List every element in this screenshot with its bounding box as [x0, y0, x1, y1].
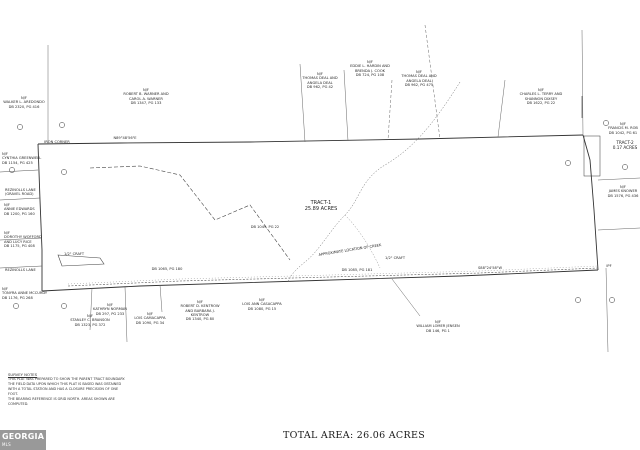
owner-label: N/F ANNIE EDWARDS DB 1200, PG 160	[4, 203, 35, 216]
owner-label: N/F TONYRA ANNE MCCURDY DB 1176, PG 268	[2, 287, 48, 300]
owner-label: N/F THOMAS DEAL AND ANGELA DEAL DB 962, …	[302, 72, 338, 89]
north-line-bearing: N89°48'56"E	[113, 136, 137, 140]
parcel-line	[0, 169, 39, 173]
note-line: WITH A TOTAL STATION AND HAS A CLOSURE P…	[8, 387, 119, 396]
owner-label: N/F ROBERT B. WARNER AND CAROL A. WARNER…	[123, 88, 169, 105]
owner-label: N/F FRANCIS M. ROB DB 1042, PG 61	[608, 122, 638, 135]
iron-pin-label: 1/2" CRAFT	[385, 256, 406, 260]
owner-label: N/F THOMAS DEAL AND ANGELA DEAL DB 962, …	[401, 70, 437, 87]
owner-label: N/F DOROTHY WOFFORD AND LUCY RICE DB 117…	[4, 231, 42, 248]
easement-label: DB 1049, PG 22	[250, 225, 280, 229]
iron-corner-label: IRON CORNER	[44, 140, 70, 144]
owner-label: N/F LOIS CAMACAPPA DB 1090, PG 34	[134, 312, 166, 325]
corner-marker	[575, 297, 581, 303]
parcel-line	[0, 237, 43, 241]
total-area-label: TOTAL AREA: 26.06 ACRES	[283, 430, 426, 441]
south-line-bearing: S88°24'58"W	[478, 266, 502, 270]
tract1-area: 25.89 ACRES	[304, 206, 338, 212]
parcel-line	[124, 286, 128, 343]
parcel-line	[343, 69, 349, 142]
logo-text: GEORGIA	[2, 432, 45, 441]
fence-line	[89, 165, 291, 261]
road-label: REZINOLLS LANE	[5, 268, 36, 272]
iron-pin-label: 1/2" CRAFT	[64, 252, 85, 256]
parcel-line	[597, 177, 640, 181]
tract1-label: TRACT-1 25.89 ACRES	[296, 200, 346, 212]
north-boundary-line	[37, 134, 584, 145]
corner-marker	[61, 303, 67, 309]
parcel-line	[89, 287, 93, 331]
tract2-label: TRACT-2 0.17 ACRES	[610, 140, 640, 150]
note-line: THE FIELD DATA UPON WHICH THIS PLAT IS B…	[8, 382, 122, 386]
parcel-line	[299, 63, 306, 143]
tract1-name: TRACT-1	[310, 200, 332, 206]
parcel-line	[387, 79, 393, 141]
corner-marker	[59, 122, 65, 128]
logo-subtext: MLS	[2, 442, 11, 447]
corner-marker	[609, 297, 615, 303]
parcel-line	[159, 284, 163, 313]
survey-notes: SURVEY NOTES THIS PLAT WAS PREPARED TO S…	[8, 372, 128, 407]
easement-label: DB 1085, PG 181	[341, 268, 373, 272]
tract2-name: TRACT-2	[616, 140, 634, 145]
notes-title: SURVEY NOTES	[8, 372, 38, 377]
road-label: REZINOLLS LANE (GRAVEL ROAD)	[5, 188, 36, 197]
parcel-line	[581, 29, 584, 136]
corner-marker	[17, 124, 23, 130]
owner-label: N/F LOIS ANN CASACAPPA DB 1080, PG 15	[242, 298, 282, 311]
owner-label: N/F KATHRYN NORMAN DB 297, PG 233	[93, 303, 127, 316]
owner-label: N/F WILLIAM LOMER JENSEN DB 146, PG 1	[416, 320, 460, 333]
owner-label: N/F WALKER L. AREDONDO DB 2320, PG 416	[3, 96, 45, 109]
corner-marker	[622, 164, 628, 170]
creek-branch-line	[344, 214, 381, 269]
creek-line	[287, 81, 461, 283]
corner-marker	[603, 120, 609, 126]
tract2-box	[583, 135, 601, 177]
parcel-line	[0, 265, 43, 269]
corner-marker	[13, 303, 19, 309]
owner-label: N/F JAMES KNOWER DB 1576, PG 436	[607, 185, 639, 198]
south-boundary-line	[41, 269, 599, 292]
owner-label: N/F EDDIE L. HARDIN AND BRENDA J. COOK D…	[350, 60, 390, 77]
parcel-line	[605, 267, 609, 353]
note-line: THIS PLAT WAS PREPARED TO SHOW THE PAREN…	[8, 377, 125, 381]
corner-marker	[565, 160, 571, 166]
parcel-line	[497, 79, 506, 138]
tract2-area: 0.17 ACRES	[612, 145, 638, 150]
owner-label: N/F CYNTHIA GREENWELL DB 1154, PG 425	[2, 152, 42, 165]
georgia-mls-logo: GEORGIA MLS	[0, 430, 46, 450]
west-boundary-line	[37, 143, 43, 291]
note-line: THE BEARING REFERENCE IS GRID NORTH. ARE…	[8, 397, 115, 406]
east-boundary-line	[582, 134, 599, 271]
owner-label: N/F ROBERT D. KENTROW AND BARBARA J. KEN…	[180, 300, 220, 322]
south-road-line	[67, 267, 599, 287]
corner-marker	[61, 169, 67, 175]
parcel-line	[391, 278, 421, 317]
corner-marker	[9, 167, 15, 173]
parcel-line	[424, 24, 441, 140]
owner-label: N/F CHARLES L. TERRY AND SHANNON DIXSEY …	[519, 88, 563, 105]
parcel-line	[0, 197, 41, 201]
west-road-band	[57, 254, 105, 267]
easement-label: DB 1065, PG 180	[151, 267, 183, 271]
parcel-line	[597, 227, 640, 231]
iron-pin-label: IPF	[606, 264, 612, 268]
owner-label: N/F STANLEY C. BRANSON DB 1323, PG 372	[70, 314, 110, 327]
